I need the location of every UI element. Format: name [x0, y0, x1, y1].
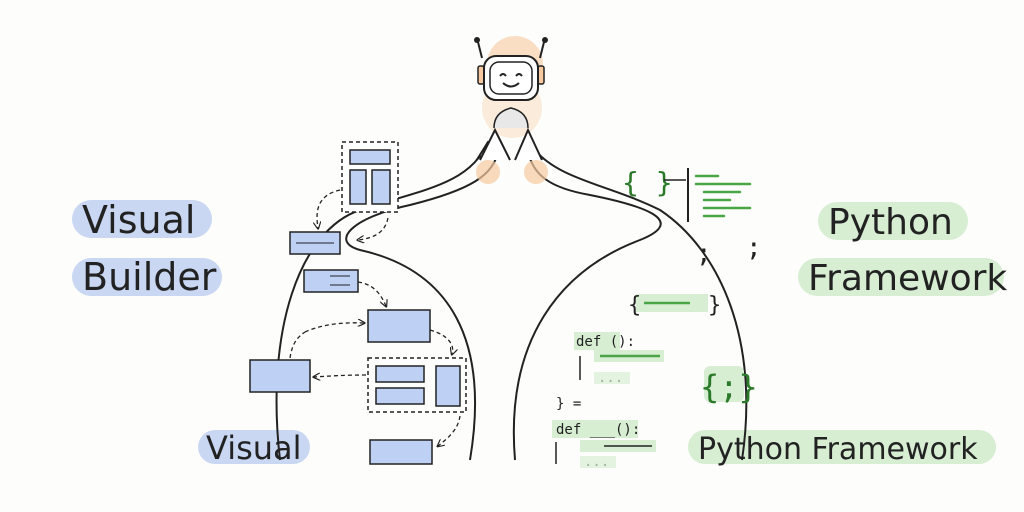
- label-python-framework: Python Framework: [698, 432, 978, 467]
- label-visual: Visual: [206, 429, 302, 467]
- python-framework-bottom-label: Python Framework: [688, 430, 996, 467]
- title-highlight-visual: [72, 200, 212, 238]
- visual-builder-title: Visual Builder: [72, 198, 222, 299]
- block-mid-2: [303, 269, 359, 293]
- block-group-bottom: [367, 357, 467, 413]
- def-keyword-1: def ():: [576, 334, 635, 350]
- block-bottom-1: [375, 365, 425, 383]
- python-framework-title: Python Framework: [798, 202, 1007, 299]
- block-top-right: [371, 169, 391, 205]
- title-highlight-framework: [798, 258, 1004, 296]
- path-left-inner: [345, 149, 499, 461]
- block-center: [367, 309, 431, 343]
- code-def-1: def (): ...: [574, 332, 664, 386]
- title-python: Python: [828, 202, 953, 243]
- bottom-highlight-python: [688, 430, 996, 464]
- bottom-highlight-visual: [198, 430, 310, 464]
- block-last: [369, 439, 433, 465]
- close-brace-eq: } =: [556, 396, 581, 412]
- path-right-outer: [534, 149, 748, 461]
- path-right-inner: [512, 149, 662, 461]
- curly-semicolon: {;}: [700, 366, 758, 406]
- code-elements: { } ; ; { } def (): ... } =: [552, 166, 762, 470]
- def-keyword-2: def ___():: [556, 422, 640, 438]
- svg-text:{;}: {;}: [700, 368, 758, 406]
- code-def-2: def ___(): ...: [552, 420, 656, 470]
- converging-paths: [275, 127, 748, 461]
- robot-icon: [474, 36, 548, 138]
- arrow-left-tip: [479, 127, 511, 161]
- semicolon-1: ;: [696, 239, 712, 269]
- svg-text:{: {: [628, 293, 641, 318]
- svg-text:}: }: [708, 293, 721, 318]
- semicolon-2: ;: [746, 233, 762, 263]
- arrow-right-tip: [514, 127, 543, 161]
- title-builder: Builder: [82, 255, 217, 299]
- visual-bottom-label: Visual: [198, 429, 310, 467]
- block-bottom-2: [375, 387, 425, 405]
- flow-arrows: [289, 189, 461, 446]
- block-top-left: [349, 169, 367, 205]
- code-block-bracket: { }: [628, 293, 721, 318]
- visual-blocks: [249, 141, 467, 465]
- title-visual: Visual: [82, 198, 195, 242]
- block-top-bar: [349, 149, 391, 165]
- title-highlight-python: [818, 202, 968, 240]
- title-highlight-builder: [72, 258, 222, 296]
- code-lines-top: [694, 174, 752, 218]
- block-bottom-3: [435, 365, 461, 407]
- block-side: [249, 359, 311, 393]
- title-framework: Framework: [808, 258, 1007, 299]
- braces-top: { }: [622, 166, 673, 199]
